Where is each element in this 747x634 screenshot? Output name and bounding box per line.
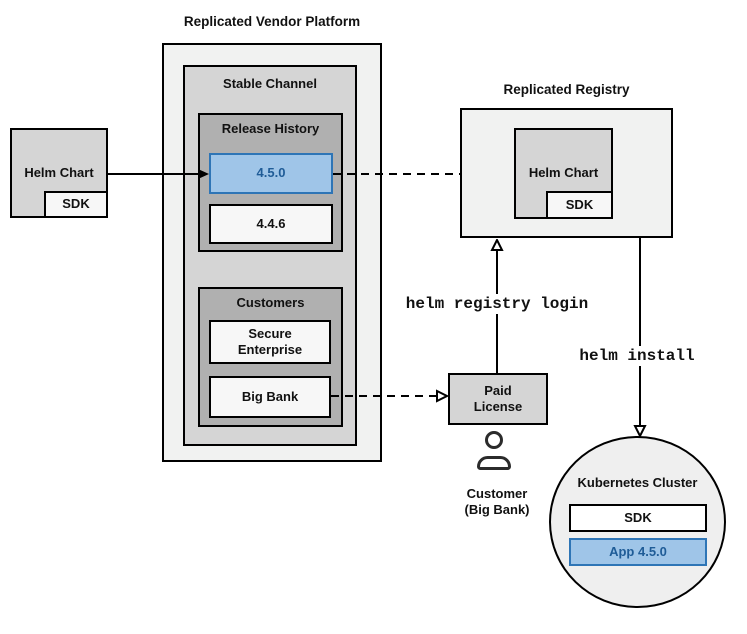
registry-sdk-box: SDK <box>546 191 613 219</box>
release-version-4-5-0: 4.5.0 <box>209 153 333 194</box>
person-body-icon <box>477 456 511 470</box>
release-version-4-4-6: 4.4.6 <box>209 204 333 244</box>
helm-chart-source-label: Helm Chart <box>24 164 94 180</box>
release-version-label: 4.5.0 <box>256 165 286 181</box>
arrow-helm-chart-to-release <box>108 169 209 179</box>
platform-title: Replicated Vendor Platform <box>183 14 361 29</box>
helm-chart-source-sdk-box: SDK <box>44 191 108 218</box>
customer-box-secure-enterprise: Secure Enterprise <box>209 320 331 364</box>
paid-license-label: Paid License <box>473 382 523 414</box>
customer-caption: Customer (Big Bank) <box>447 486 547 519</box>
helm-registry-login-command: helm registry login <box>401 294 593 314</box>
customers-label: Customers <box>236 295 305 310</box>
customer-caption-line1: Customer <box>466 486 528 501</box>
sdk-label: SDK <box>62 196 90 212</box>
dashed-arrow-bigbank-to-license <box>331 389 449 403</box>
release-history-label: Release History <box>221 121 320 136</box>
kubernetes-app-label: App 4.5.0 <box>609 543 667 559</box>
customer-box-big-bank: Big Bank <box>209 376 331 418</box>
kubernetes-sdk-box: SDK <box>569 504 707 532</box>
sdk-label: SDK <box>624 509 652 525</box>
paid-license-box: Paid License <box>448 373 548 425</box>
helm-install-command: helm install <box>575 346 699 366</box>
customer-caption-line2: (Big Bank) <box>464 502 530 518</box>
sdk-label: SDK <box>565 196 594 212</box>
registry-helm-chart-label: Helm Chart <box>528 165 599 181</box>
kubernetes-cluster-label: Kubernetes Cluster <box>577 475 698 490</box>
kubernetes-app-box: App 4.5.0 <box>569 538 707 566</box>
arrow-registry-to-cluster <box>633 238 647 437</box>
person-icon <box>485 431 503 449</box>
registry-title: Replicated Registry <box>503 82 630 97</box>
customer-box-label: Secure Enterprise <box>237 325 303 357</box>
customer-box-label: Big Bank <box>241 388 299 404</box>
stable-channel-label: Stable Channel <box>223 76 317 91</box>
release-version-label: 4.4.6 <box>256 215 286 231</box>
